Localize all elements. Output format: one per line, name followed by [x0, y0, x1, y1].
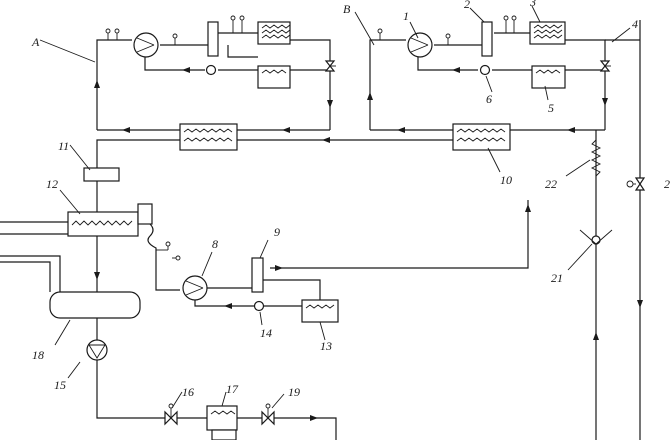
subsystem-8	[182, 239, 339, 341]
label-4: 4	[632, 17, 638, 31]
label-6: 6	[486, 92, 492, 106]
label-22: 22	[545, 177, 557, 191]
pump-b	[479, 64, 491, 76]
label-12: 12	[46, 177, 58, 191]
label-10: 10	[500, 173, 512, 187]
condenser-b	[529, 21, 566, 45]
label-14: 14	[260, 326, 272, 340]
label-18: 18	[32, 348, 44, 362]
subsystem-a	[39, 15, 336, 151]
valve-2-right	[634, 177, 646, 191]
label-9: 9	[274, 225, 280, 239]
component-21	[591, 235, 601, 245]
subsystem-b	[354, 5, 631, 173]
lower-loop	[49, 291, 337, 440]
compressor-8	[182, 275, 208, 301]
oil-separator-b	[481, 21, 493, 57]
label-17: 17	[226, 382, 239, 396]
component-12-area	[0, 189, 181, 292]
oil-separator-a	[207, 21, 219, 57]
compressor-a	[133, 32, 159, 58]
label-1: 1	[403, 9, 409, 23]
label-13: 13	[320, 339, 332, 353]
heat-exchanger-a	[179, 123, 238, 151]
label-21: 21	[551, 271, 563, 285]
heat-exchanger-17	[206, 405, 238, 431]
label-b: B	[343, 2, 351, 16]
label-11: 11	[58, 139, 69, 153]
pump-14	[253, 300, 265, 312]
tank-18	[49, 291, 141, 319]
label-19: 19	[288, 385, 300, 399]
label-a: A	[31, 35, 40, 49]
label-3: 3	[529, 0, 536, 9]
pump-15	[86, 339, 108, 361]
component-12-tank	[137, 203, 153, 225]
labels: A B 1 2 3 4 5 6 8 9 10 11 12 13 14 15 16…	[31, 0, 670, 399]
middle-piping	[69, 20, 646, 440]
label-8: 8	[212, 237, 218, 251]
label-16: 16	[182, 385, 194, 399]
compressor-b	[407, 32, 433, 58]
heat-exchanger-10	[452, 123, 511, 151]
component-11	[83, 167, 120, 182]
component-22	[590, 139, 602, 177]
pump-a	[205, 64, 217, 76]
receiver-a	[257, 65, 291, 89]
label-15: 15	[54, 378, 66, 392]
label-2-right: 2	[664, 177, 670, 191]
condenser-a	[257, 21, 291, 45]
oil-separator-9	[251, 257, 264, 293]
receiver-13	[301, 299, 339, 323]
label-5: 5	[548, 101, 554, 115]
label-2: 2	[464, 0, 470, 11]
receiver-b	[531, 65, 566, 89]
